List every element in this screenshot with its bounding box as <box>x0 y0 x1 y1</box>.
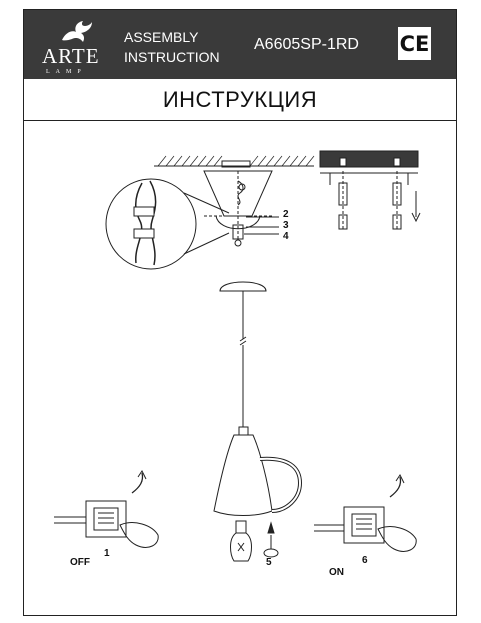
switch-on-label: ON <box>329 567 344 578</box>
pendant-lamp-drawing <box>213 281 303 516</box>
step-1-label: 1 <box>104 548 110 559</box>
title-row: ИНСТРУКЦИЯ <box>24 79 456 121</box>
switch-on-icon <box>314 474 417 552</box>
model-number: A6605SP-1RD <box>254 36 359 53</box>
ce-mark: CE <box>398 27 431 60</box>
assembly-diagram <box>54 150 421 562</box>
part-3-label: 3 <box>283 220 289 231</box>
page-frame <box>23 9 457 616</box>
step-5-label: 5 <box>266 557 272 568</box>
part-2-label: 2 <box>283 209 289 220</box>
brand-name: ARTE <box>42 44 100 68</box>
assembly-line-1: ASSEMBLY <box>124 29 199 45</box>
assembly-line-2: INSTRUCTION <box>124 49 220 65</box>
assembly-instruction-label: ASSEMBLY INSTRUCTION <box>124 27 220 67</box>
switch-off-label: OFF <box>70 557 90 568</box>
page-title: ИНСТРУКЦИЯ <box>162 87 318 112</box>
step-6-label: 6 <box>362 555 368 566</box>
ceiling-fixing-detail <box>319 150 421 231</box>
griffin-logo-icon <box>62 21 92 42</box>
header-bar: ARTE LAMP ASSEMBLY INSTRUCTION A6605SP-1… <box>24 10 456 79</box>
switch-off-icon <box>54 470 159 548</box>
light-bulb-icon <box>230 520 279 562</box>
brand-logo: ARTE LAMP <box>40 18 112 75</box>
part-4-label: 4 <box>283 231 289 242</box>
ceiling-mount-diagram <box>105 155 315 270</box>
brand-subtitle: LAMP <box>46 69 87 75</box>
